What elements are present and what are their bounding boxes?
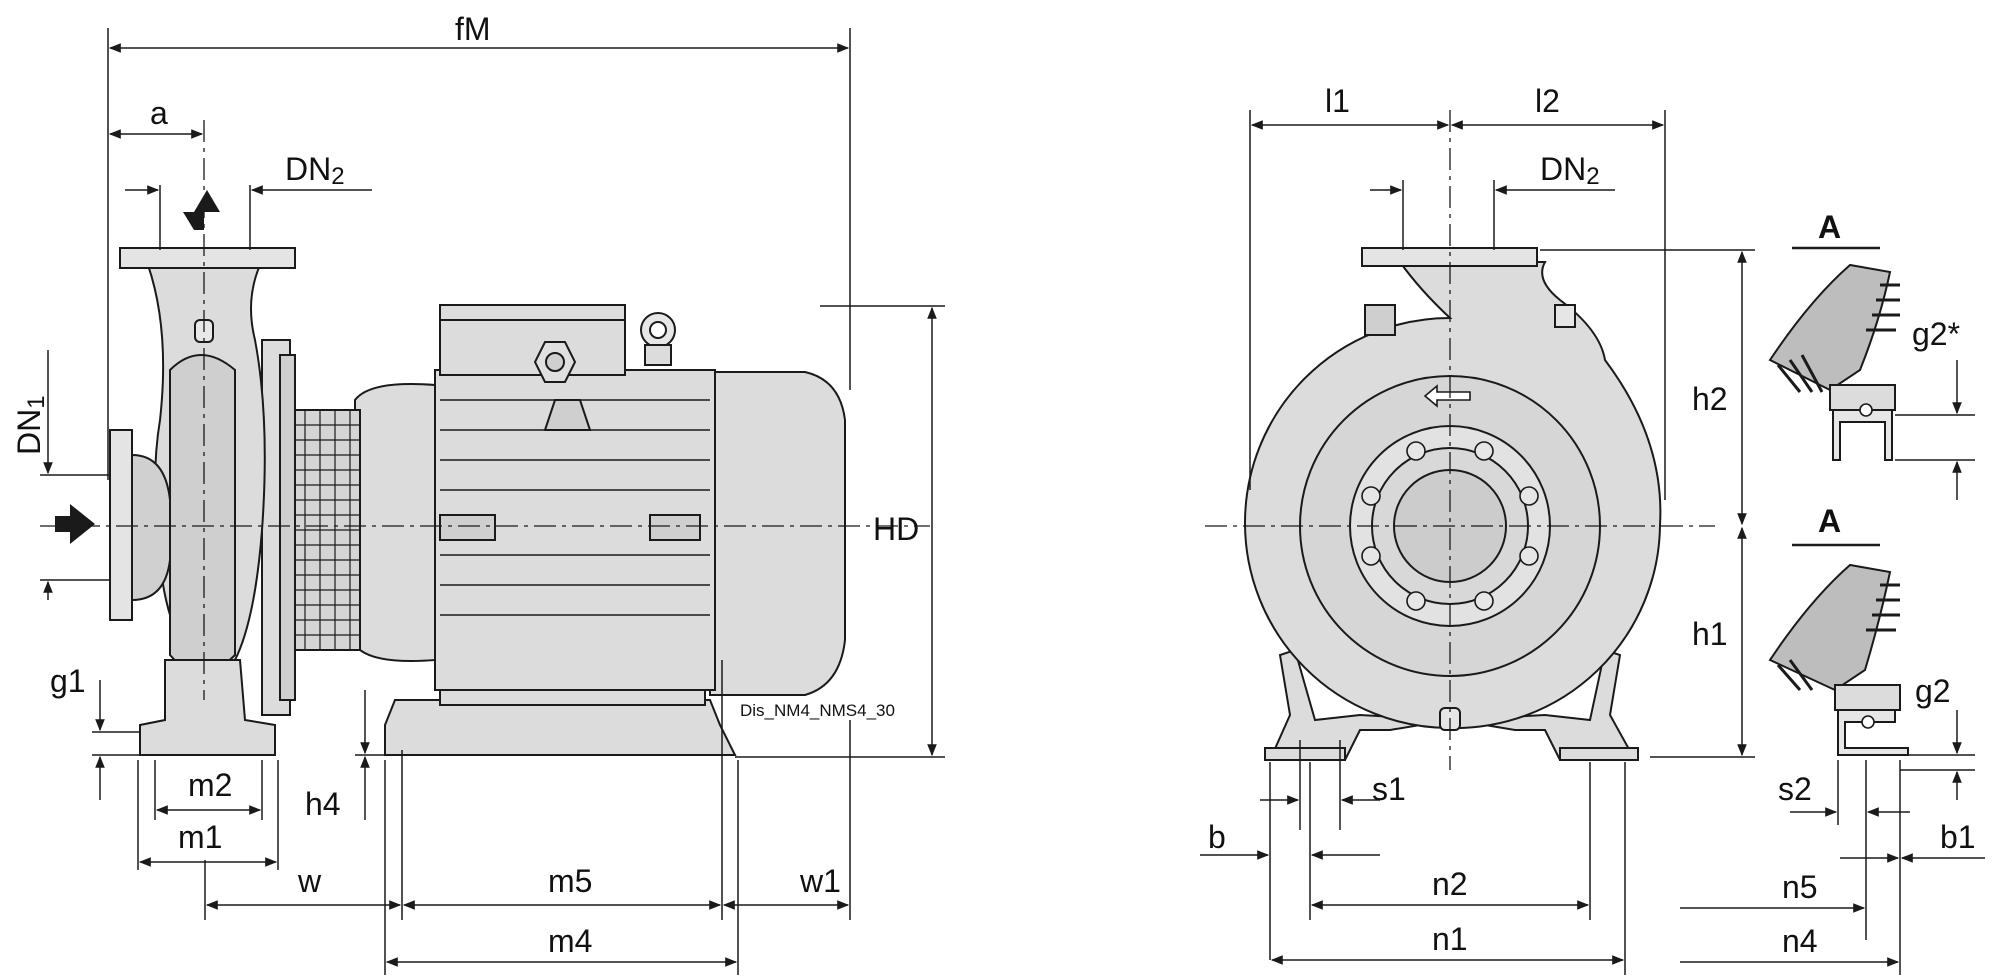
bolt-icon bbox=[1406, 591, 1426, 611]
terminal-box bbox=[439, 304, 626, 376]
label-l2: l2 bbox=[1535, 83, 1560, 119]
bolt-icon bbox=[1474, 441, 1494, 461]
motor-fan-cover bbox=[709, 371, 846, 696]
bolt-icon bbox=[1474, 591, 1494, 611]
suction-flange bbox=[109, 429, 133, 621]
pump-foot-right bbox=[1454, 648, 1637, 761]
label-m2: m2 bbox=[188, 767, 232, 803]
detail-a-bottom: A bbox=[1680, 503, 1985, 975]
suction-flow-arrow-icon bbox=[55, 504, 95, 544]
bolt-icon bbox=[1406, 441, 1426, 461]
label-s2: s2 bbox=[1778, 771, 1812, 807]
label-g2-star: g2* bbox=[1912, 316, 1960, 352]
label-m1: m1 bbox=[178, 819, 222, 855]
label-detail-a-bottom: A bbox=[1818, 503, 1841, 539]
label-s1: s1 bbox=[1372, 771, 1406, 807]
discharge-flange bbox=[119, 247, 296, 269]
rotation-arrow-icon bbox=[1423, 384, 1471, 408]
label-g2: g2 bbox=[1915, 673, 1951, 709]
bolt-icon bbox=[1519, 486, 1539, 506]
label-n5: n5 bbox=[1782, 869, 1818, 905]
label-m5: m5 bbox=[548, 863, 592, 899]
label-fM: fM bbox=[455, 11, 491, 47]
label-h1: h1 bbox=[1692, 616, 1728, 652]
discharge-flow-arrow-icon bbox=[183, 190, 220, 230]
pump-foot bbox=[139, 659, 276, 756]
label-n2: n2 bbox=[1432, 866, 1468, 902]
motor-base-plate bbox=[384, 699, 737, 756]
pump-foot-left bbox=[1268, 648, 1451, 761]
label-b1: b1 bbox=[1940, 819, 1976, 855]
label-w: w bbox=[297, 863, 322, 899]
label-w1: w1 bbox=[799, 863, 841, 899]
label-a: a bbox=[150, 95, 168, 131]
adapter-lantern bbox=[354, 383, 436, 662]
label-h4: h4 bbox=[305, 786, 341, 822]
side-view bbox=[109, 247, 846, 756]
label-g1: g1 bbox=[50, 663, 86, 699]
bolt-icon bbox=[1361, 486, 1381, 506]
label-dn1: DN1 bbox=[11, 395, 50, 455]
label-b: b bbox=[1208, 819, 1226, 855]
label-dn2-right: DN2 bbox=[1540, 151, 1600, 190]
label-dn2-left: DN2 bbox=[285, 151, 345, 190]
bolt-icon bbox=[1361, 546, 1381, 566]
label-n4: n4 bbox=[1782, 923, 1818, 959]
label-m4: m4 bbox=[548, 923, 592, 959]
label-detail-a-top: A bbox=[1818, 209, 1841, 245]
front-view bbox=[1244, 247, 1662, 761]
bolt-icon bbox=[1519, 546, 1539, 566]
label-l1: l1 bbox=[1325, 83, 1350, 119]
label-n1: n1 bbox=[1432, 921, 1468, 957]
label-h2: h2 bbox=[1692, 381, 1728, 417]
label-HD: HD bbox=[873, 511, 919, 547]
detail-a-top: A g2* bbox=[1768, 209, 1975, 500]
drawing-reference: Dis_NM4_NMS4_30 bbox=[740, 701, 895, 720]
